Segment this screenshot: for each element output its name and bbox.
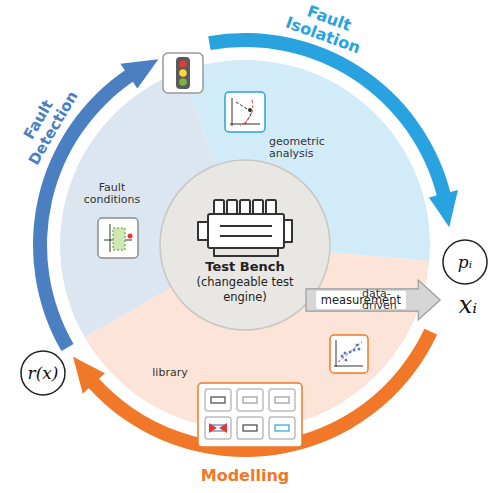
node-subtitle: (changeable test engine)	[186, 275, 304, 304]
method-label: data-driven	[362, 288, 406, 313]
arrow-head	[120, 59, 158, 88]
arrow-band	[87, 329, 437, 457]
arrow-head	[429, 190, 458, 227]
data-driven-icon	[330, 335, 368, 373]
modelling-arrow	[73, 329, 437, 457]
output-circle: pᵢ	[442, 239, 488, 285]
phase-title: Modelling	[180, 467, 310, 485]
variable-symbol: r(x)	[28, 363, 59, 383]
test-bench-circle	[160, 160, 330, 330]
geometric-analysis-icon	[225, 92, 265, 132]
method-label: geometric analysis	[269, 136, 339, 161]
test-bench-node: Test Bench(changeable test engine)	[160, 160, 330, 330]
residual-circle: r(x)	[20, 350, 66, 396]
node-title: Test Bench	[186, 259, 304, 275]
method-label: Fault conditions	[72, 182, 152, 207]
fault-conditions-icon	[98, 218, 138, 258]
variable-symbol: pᵢ	[458, 252, 472, 272]
engine-icon	[198, 200, 292, 256]
traffic-light-icon	[163, 53, 203, 93]
arrow-head	[73, 357, 105, 394]
library-box	[198, 383, 302, 447]
variable-symbol: xᵢ	[448, 292, 488, 319]
method-label: library	[140, 367, 200, 379]
